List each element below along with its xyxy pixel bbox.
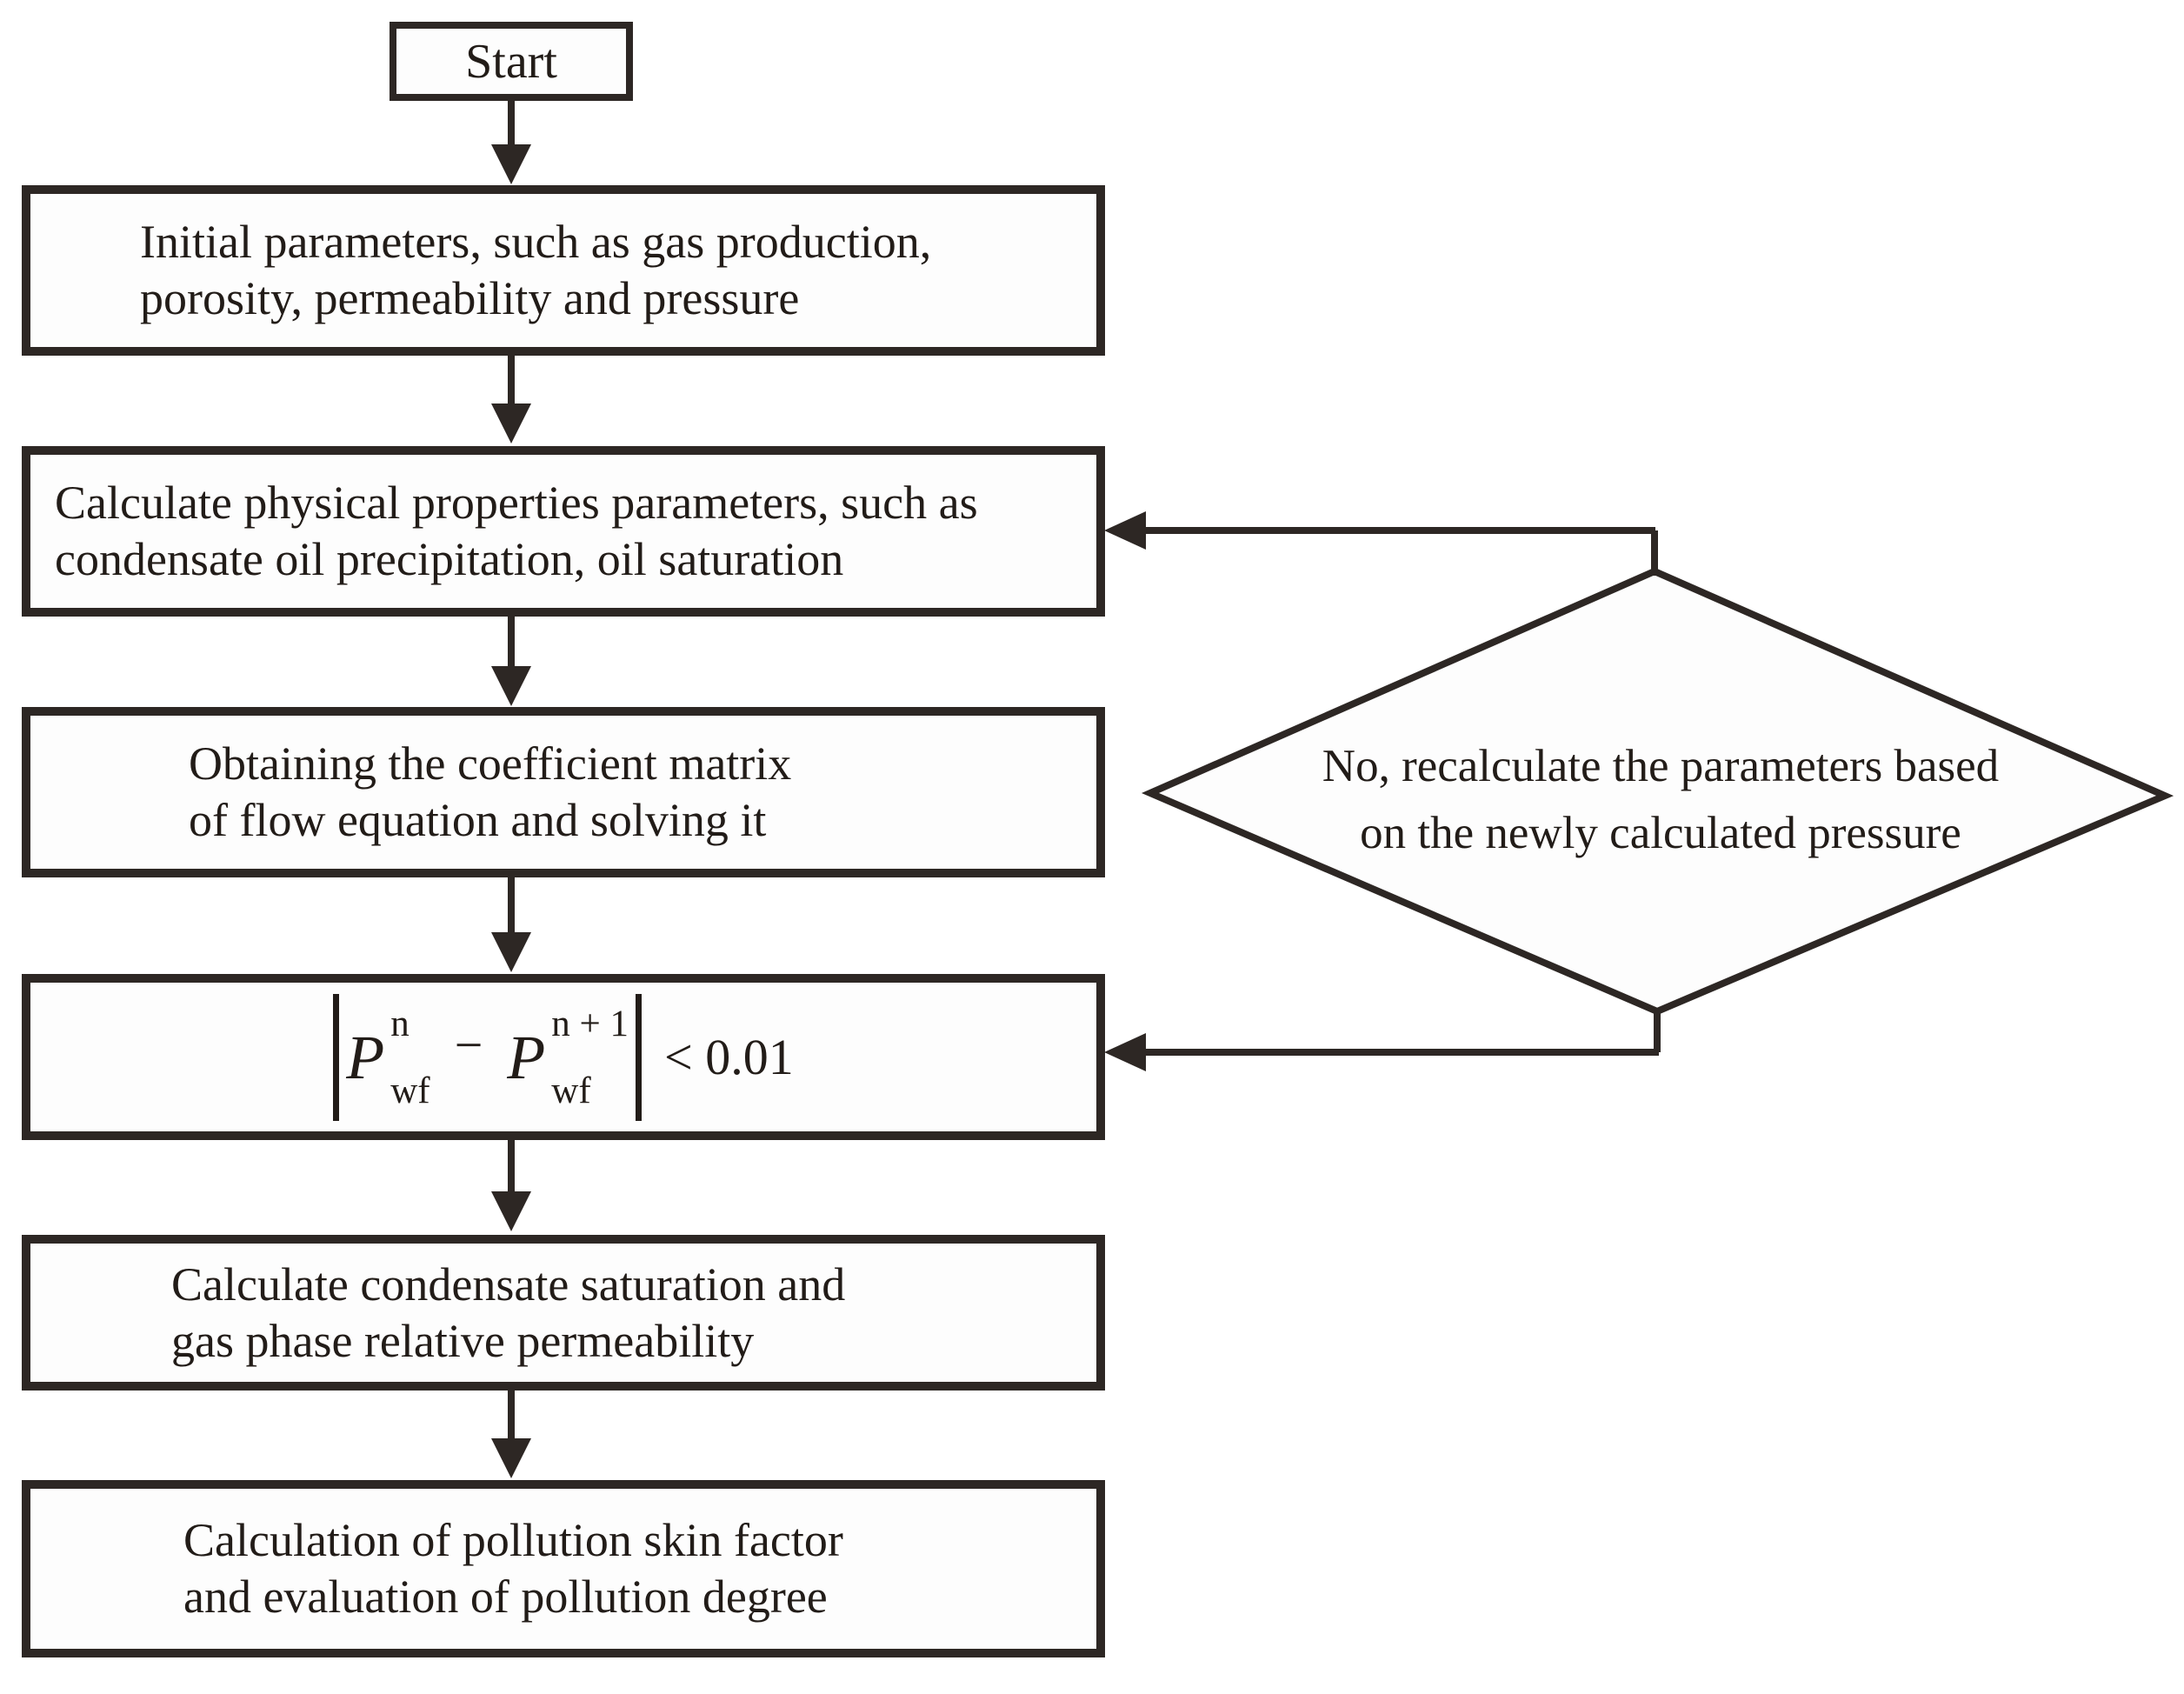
pressure-term-n: P n wf: [346, 1005, 429, 1110]
feedback-bottom-line: [1141, 1049, 1659, 1056]
process-text-line: Obtaining the coefficient matrix: [189, 737, 792, 790]
feedback-top-line: [1141, 527, 1655, 534]
pressure-variable: P: [507, 1022, 546, 1092]
process-text-line: of flow equation and solving it: [189, 794, 767, 846]
arrow-initial-to-physical-line: [508, 353, 515, 407]
minus-sign: −: [454, 1017, 483, 1073]
decision-text-line: No, recalculate the parameters based: [1322, 741, 2000, 791]
arrow-matrix-to-convergence-line: [508, 875, 515, 936]
arrowhead-down-icon: [491, 666, 531, 706]
process-text-line: gas phase relative permeability: [171, 1314, 755, 1367]
arrowhead-down-icon: [491, 1438, 531, 1478]
superscript-n: n: [390, 1003, 410, 1044]
start-node: Start: [390, 22, 633, 101]
arrowhead-left-icon: [1104, 511, 1146, 550]
subscript-wf: wf: [390, 1070, 430, 1111]
superscript-n-plus-1: n + 1: [551, 1003, 629, 1044]
pressure-term-n-plus-1: P n + 1 wf: [507, 1005, 629, 1110]
arrowhead-down-icon: [491, 144, 531, 184]
process-pollution-skin-factor: Calculation of pollution skin factor and…: [22, 1480, 1105, 1657]
arrowhead-down-icon: [491, 932, 531, 972]
arrow-saturation-to-skin-line: [508, 1388, 515, 1442]
process-text-line: porosity, permeability and pressure: [140, 272, 800, 324]
subscript-wf: wf: [551, 1070, 591, 1111]
feedback-top-stub: [1651, 530, 1658, 576]
feedback-bottom-stub: [1654, 1009, 1661, 1052]
process-text-line: Initial parameters, such as gas producti…: [140, 216, 932, 268]
abs-bar-right: [636, 993, 643, 1121]
arrow-start-to-initial-line: [508, 98, 515, 149]
decision-no-branch-text: No, recalculate the parameters based on …: [1200, 733, 2121, 867]
process-text-line: Calculate condensate saturation and: [171, 1257, 846, 1311]
process-text-line: Calculation of pollution skin factor: [183, 1514, 843, 1566]
process-condensate-saturation: Calculate condensate saturation and gas …: [22, 1235, 1105, 1391]
abs-bar-left: [333, 993, 340, 1121]
arrowhead-down-icon: [491, 1191, 531, 1231]
process-text-line: Calculate physical properties parameters…: [55, 477, 978, 529]
convergence-formula: P n wf − P n + 1 wf < 0.01: [333, 993, 794, 1121]
arrowhead-left-icon: [1104, 1033, 1146, 1071]
decision-text-line: on the newly calculated pressure: [1360, 808, 1961, 858]
process-initial-parameters: Initial parameters, such as gas producti…: [22, 185, 1105, 356]
condition-convergence-check: P n wf − P n + 1 wf < 0.01: [22, 974, 1105, 1140]
process-text-line: and evaluation of pollution degree: [183, 1571, 828, 1623]
pressure-variable: P: [346, 1022, 385, 1092]
arrowhead-down-icon: [491, 403, 531, 444]
process-calculate-physical-properties: Calculate physical properties parameters…: [22, 446, 1105, 617]
threshold-value: < 0.01: [664, 1029, 794, 1085]
process-coefficient-matrix: Obtaining the coefficient matrix of flow…: [22, 707, 1105, 877]
start-label: Start: [465, 34, 557, 89]
arrow-physical-to-matrix-line: [508, 614, 515, 670]
arrow-convergence-to-saturation-line: [508, 1137, 515, 1195]
process-text-line: condensate oil precipitation, oil satura…: [55, 533, 844, 585]
